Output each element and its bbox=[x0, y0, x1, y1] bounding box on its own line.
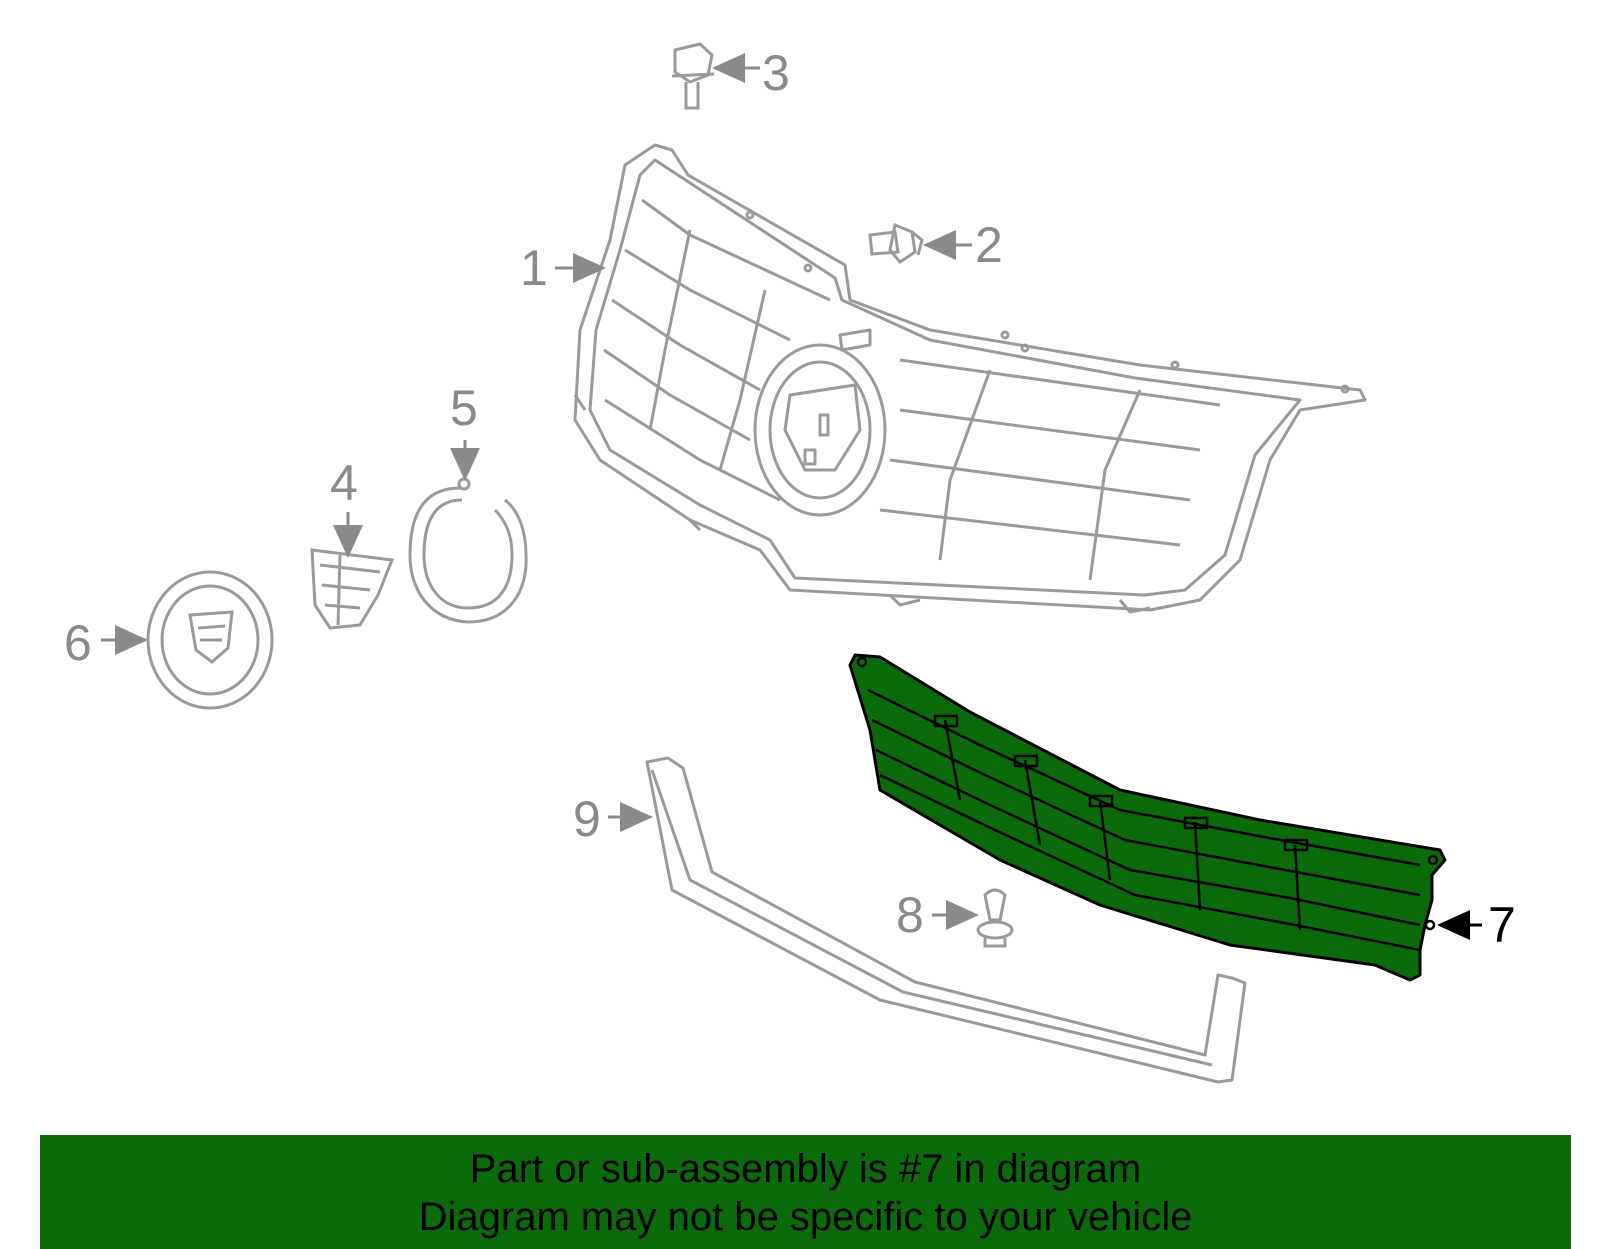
callout-8: 8 bbox=[896, 887, 924, 943]
callout-2: 2 bbox=[975, 217, 1003, 273]
part-9-trim-strip bbox=[645, 756, 1247, 1084]
callout-9: 9 bbox=[573, 791, 601, 847]
callout-6: 6 bbox=[64, 615, 92, 671]
part-1-upper-grille bbox=[573, 143, 1367, 614]
part-6-emblem bbox=[146, 570, 274, 710]
banner-line-part: Part or sub-assembly is #7 in diagram bbox=[469, 1147, 1142, 1191]
part-2-bolt bbox=[868, 222, 924, 264]
callout-1: 1 bbox=[520, 240, 548, 296]
part-8-clip bbox=[976, 888, 1014, 948]
callout-labels: 1 2 3 4 5 6 7 8 9 bbox=[64, 45, 1516, 953]
part-5-ring bbox=[408, 477, 528, 624]
callout-5: 5 bbox=[450, 380, 478, 436]
part-4-emblem bbox=[310, 548, 395, 630]
callout-3: 3 bbox=[762, 45, 790, 101]
leader-lines bbox=[101, 53, 1482, 940]
banner-line-disclaimer: Diagram may not be specific to your vehi… bbox=[418, 1195, 1193, 1239]
part-7-lower-grille bbox=[848, 653, 1447, 982]
callout-7: 7 bbox=[1488, 897, 1516, 953]
info-banner: Part or sub-assembly is #7 in diagram Di… bbox=[40, 1135, 1571, 1249]
callout-4: 4 bbox=[330, 455, 358, 511]
part-3-bolt bbox=[671, 42, 715, 110]
